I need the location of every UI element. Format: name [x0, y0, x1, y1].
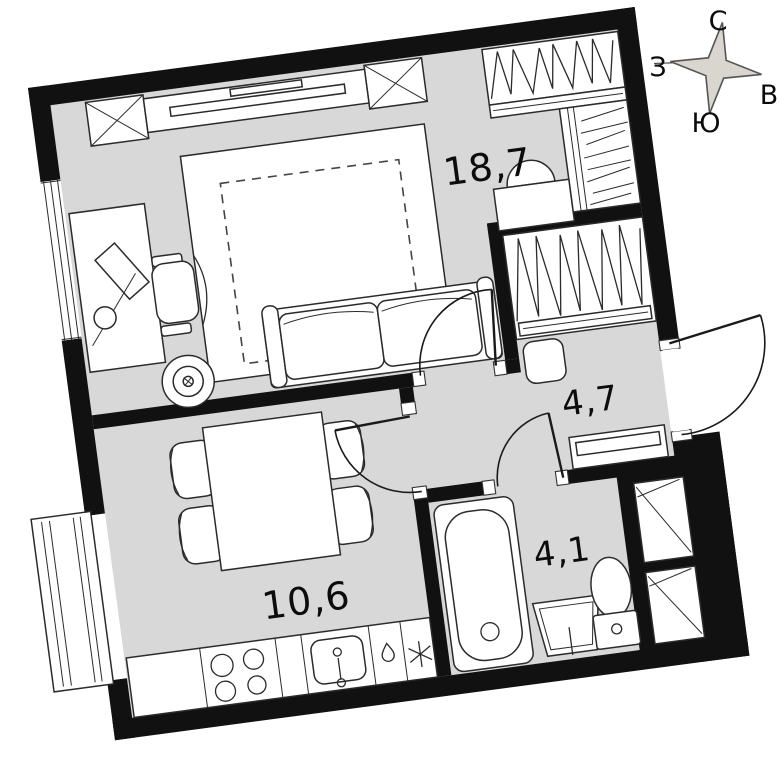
kitchen-sink: [310, 635, 367, 688]
compass-west-label: З: [649, 52, 666, 83]
tv-unit: [84, 56, 429, 147]
desk-chair: [151, 252, 208, 337]
kitchen-counter: [125, 616, 439, 719]
compass-rose: С Ю З В: [638, 4, 781, 140]
desk: [68, 202, 167, 374]
bathroom-area-label: 4,1: [531, 529, 593, 576]
floor-plan: 18,7 4,7 10,6 4,1: [28, 7, 766, 741]
floor-plan-svg: 18,7 4,7 10,6 4,1: [28, 7, 766, 741]
interior-walls: [91, 202, 749, 678]
washing-machine: [522, 338, 567, 385]
bathroom-door: [481, 412, 570, 496]
wardrobe: [481, 30, 642, 213]
bathtub: [433, 496, 534, 673]
water-drop-icon: [381, 642, 395, 662]
kitchen-door: [334, 400, 429, 501]
bedroom-door: [411, 288, 508, 388]
shoe-bench: [568, 423, 670, 471]
entrance-door: [658, 313, 766, 443]
compass-south-label: Ю: [691, 108, 720, 139]
hallway-area-label: 4,7: [559, 378, 621, 425]
compass-east-label: В: [760, 80, 779, 111]
bedroom-window: [40, 179, 82, 341]
compass-star: [654, 22, 762, 114]
ventilation-shafts: [632, 475, 706, 645]
bath-sink: [531, 594, 599, 658]
dining-set: [169, 411, 374, 572]
sofa: [261, 276, 503, 389]
kitchen-balcony-window: [30, 510, 127, 693]
toilet: [590, 556, 642, 651]
fridge-icon: [408, 641, 433, 668]
stool: [161, 354, 215, 409]
hall-closet: [501, 216, 658, 341]
compass-north-label: С: [709, 6, 728, 37]
dressing-table: [492, 159, 576, 232]
stove-icon: [210, 648, 267, 702]
